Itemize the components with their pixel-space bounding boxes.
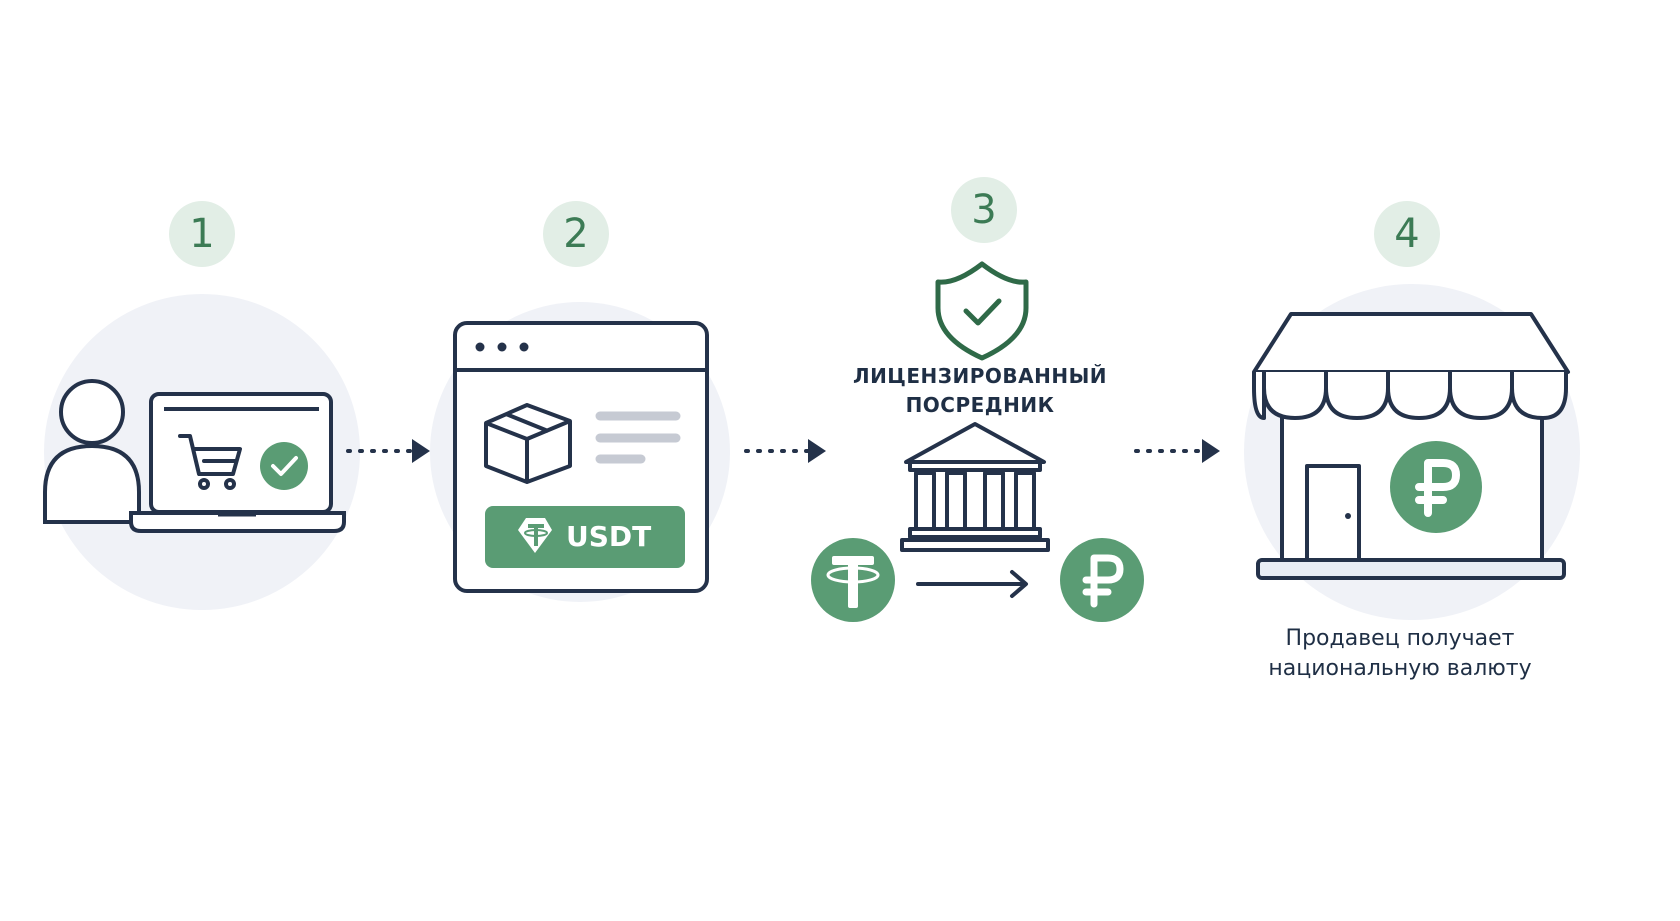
step-2-number: 2 (543, 201, 609, 267)
arrow-right-icon (916, 570, 1028, 598)
ruble-coin-icon (1060, 538, 1144, 622)
step-1-number: 1 (169, 201, 235, 267)
store-ruble-coin-icon (1390, 441, 1482, 533)
seller-caption-line2: национальную валюту (1268, 656, 1532, 681)
usdt-button-label: USDT (566, 520, 652, 553)
storefront-icon (1252, 312, 1570, 580)
bank-building-icon (900, 422, 1050, 552)
flow-arrow-3 (1134, 439, 1220, 463)
flow-arrow-2 (744, 439, 826, 463)
shopping-cart-icon (178, 434, 242, 490)
flow-arrow-1 (346, 439, 430, 463)
check-badge-icon (260, 442, 308, 490)
intermediary-label-line2: ПОСРЕДНИК (905, 393, 1055, 417)
intermediary-label-line1: ЛИЦЕНЗИРОВАННЫЙ (852, 364, 1108, 388)
step-4-number: 4 (1374, 201, 1440, 267)
seller-caption-line1: Продавец получает (1285, 626, 1515, 651)
user-icon (43, 379, 141, 524)
tether-coin-icon (811, 538, 895, 622)
step-3-number: 3 (951, 177, 1017, 243)
text-placeholder-lines (595, 411, 681, 464)
package-box-icon (484, 403, 572, 484)
usdt-pay-button[interactable] (485, 506, 685, 568)
tether-icon (518, 518, 552, 553)
shield-check-icon (935, 261, 1029, 361)
